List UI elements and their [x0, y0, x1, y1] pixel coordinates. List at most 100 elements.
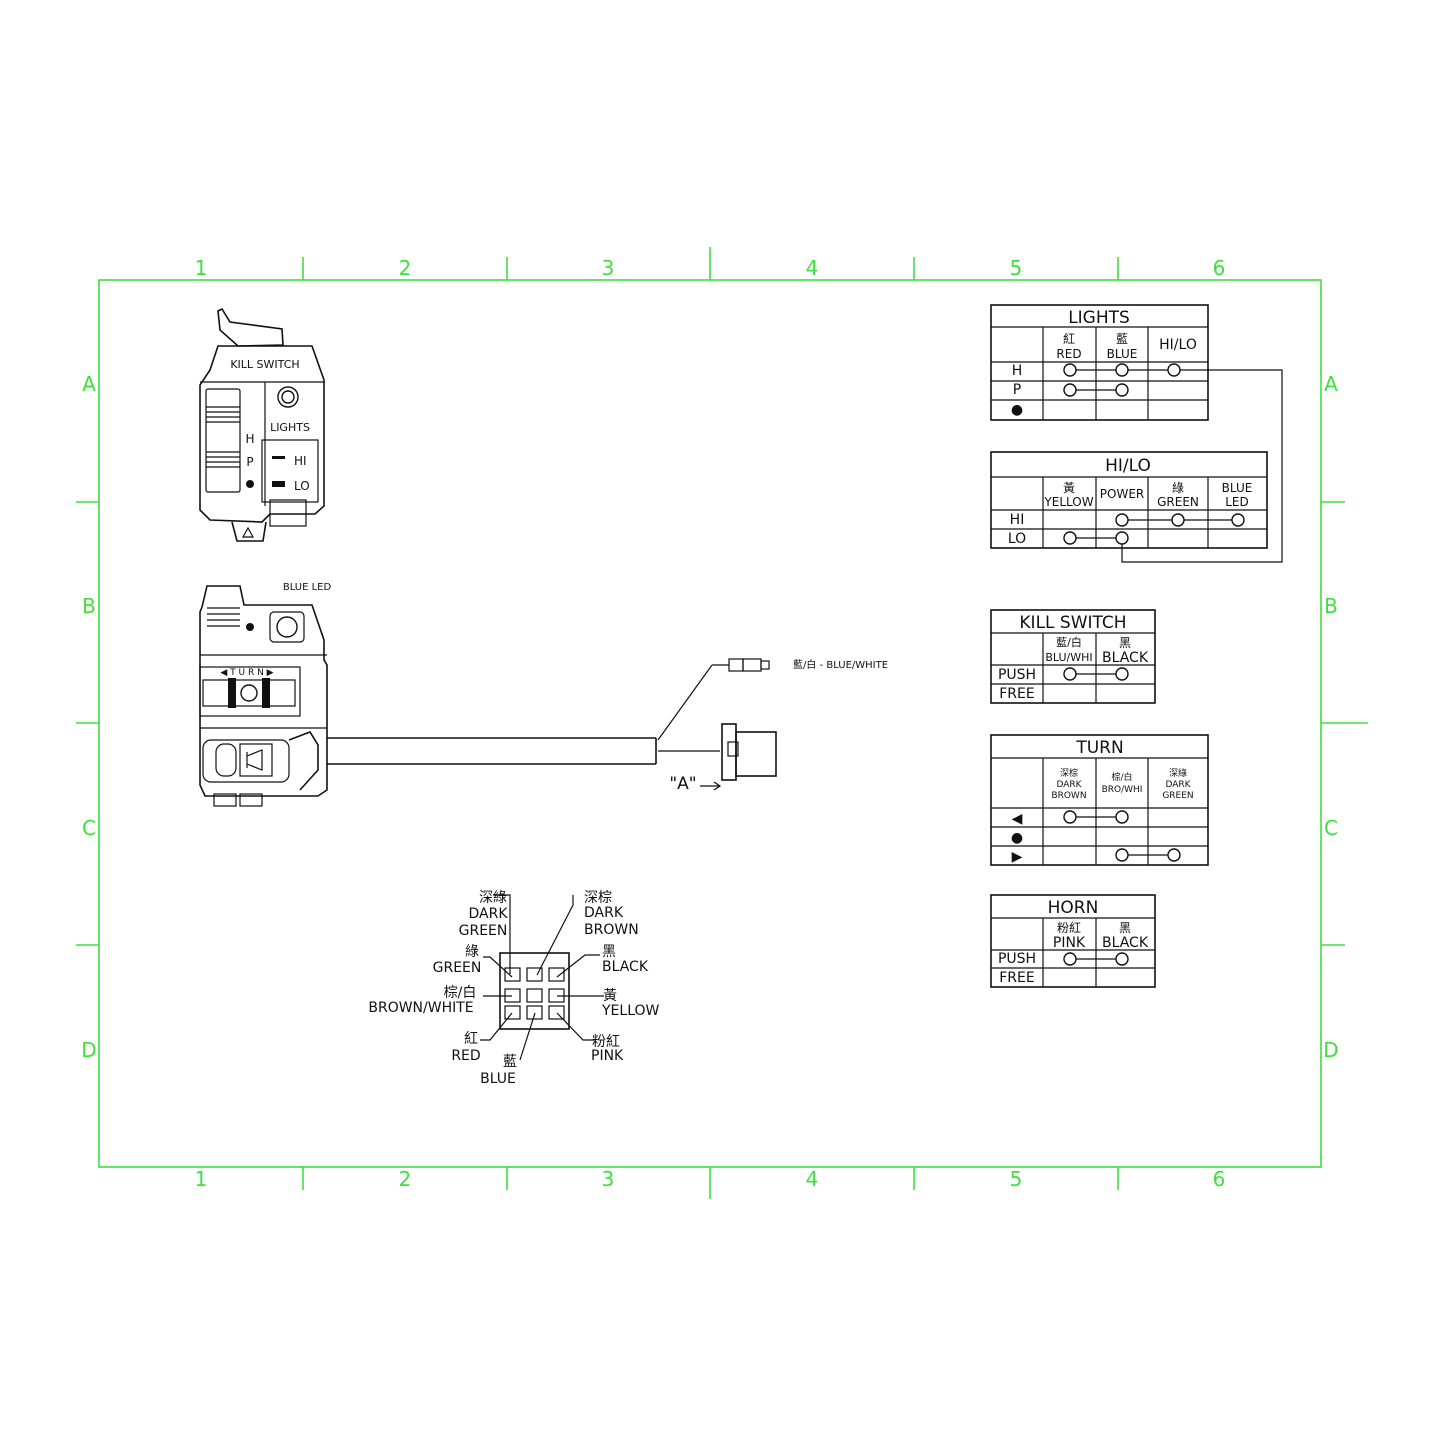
turn-table: TURN 深棕 DARK BROWN 棕/白 BRO/WHI 深綠 DARK G…	[990, 734, 1209, 866]
col-label-bottom-5: 5	[1010, 1167, 1023, 1191]
lights-table-title: LIGHTS	[1068, 308, 1130, 328]
lights-col1-en: RED	[1056, 347, 1081, 361]
lower-switch-housing: BLUE LED ◀ T U R N ▶	[199, 582, 657, 807]
turn-row-off: ●	[1011, 830, 1023, 846]
turn-row-right: ▶	[1012, 849, 1023, 865]
lights-row-h: H	[1012, 363, 1023, 379]
horn-col2-en: BLACK	[1102, 935, 1149, 951]
row-label-right-d: D	[1323, 1038, 1338, 1062]
col-label-bottom-2: 2	[399, 1167, 412, 1191]
lights-label: LIGHTS	[270, 421, 310, 434]
pin-dark-brown-en2: BROWN	[584, 922, 639, 938]
blue-white-wire-label: 藍/白 - BLUE/WHITE	[793, 658, 888, 671]
kill-col2-cn: 黑	[1119, 636, 1131, 650]
hilo-col4-en: LED	[1225, 495, 1249, 509]
horn-table: HORN 粉紅 PINK 黑 BLACK PUSH FREE	[990, 894, 1156, 988]
kill-switch-table: KILL SWITCH 藍/白 BLU/WHI 黑 BLACK PUSH FRE…	[990, 609, 1156, 704]
turn-col2-en1: BRO/WHI	[1102, 785, 1143, 795]
pin-red-en: RED	[451, 1048, 480, 1064]
hilo-col1-en: YELLOW	[1043, 495, 1093, 509]
turn-col1-en1: DARK	[1056, 780, 1082, 790]
horn-row-push: PUSH	[998, 951, 1036, 967]
connector-a-label: "A"	[669, 774, 696, 794]
pin-green-cn: 綠	[465, 944, 479, 960]
row-label-right-b: B	[1324, 594, 1338, 618]
row-label-left-c: C	[82, 816, 96, 840]
turn-col1-en2: BROWN	[1051, 791, 1086, 801]
lights-col2-en: BLUE	[1107, 347, 1138, 361]
col-label-top-6: 6	[1213, 256, 1226, 280]
pin-pink-en: PINK	[591, 1048, 624, 1064]
row-label-left-a: A	[82, 372, 96, 396]
pin-dark-brown-en1: DARK	[584, 905, 624, 921]
pos-p-label: P	[246, 455, 253, 469]
pin-red-cn: 紅	[464, 1031, 478, 1047]
pin-dark-green-en2: GREEN	[459, 923, 508, 939]
pin-brown-white-cn: 棕/白	[444, 985, 477, 1001]
col-label-bottom-6: 6	[1213, 1167, 1226, 1191]
row-label-left-d: D	[81, 1038, 96, 1062]
hilo-table-title: HI/LO	[1105, 456, 1151, 476]
turn-col3-cn: 深綠	[1169, 767, 1187, 779]
hilo-table: HI/LO 黃 YELLOW POWER 綠 GREEN BLUE LED HI…	[990, 451, 1268, 549]
col-label-bottom-3: 3	[602, 1167, 615, 1191]
upper-switch-housing: KILL SWITCH LIGHTS H P HI LO	[199, 307, 325, 542]
horn-icon	[246, 749, 263, 771]
hilo-row-lo: LO	[1008, 531, 1026, 547]
kill-col1-cn: 藍/白	[1056, 635, 1082, 649]
row-label-right-a: A	[1324, 372, 1338, 396]
pin-blue-en: BLUE	[480, 1071, 516, 1087]
lights-col2-cn: 藍	[1116, 332, 1128, 346]
lo-label: LO	[294, 479, 310, 493]
pos-h-label: H	[245, 432, 254, 446]
lights-row-p: P	[1013, 382, 1021, 398]
blue-led-label: BLUE LED	[283, 582, 332, 593]
pin-brown-white-en: BROWN/WHITE	[368, 1000, 473, 1016]
horn-col1-cn: 粉紅	[1057, 921, 1081, 935]
col-label-top-4: 4	[806, 256, 819, 280]
pin-dark-green-cn: 深綠	[479, 890, 507, 906]
turn-label: ◀ T U R N ▶	[220, 668, 273, 678]
turn-table-title: TURN	[1075, 738, 1123, 758]
kill-col2-en: BLACK	[1102, 650, 1149, 666]
turn-col3-en2: GREEN	[1162, 791, 1193, 801]
hi-label: HI	[294, 454, 307, 468]
row-label-left-b: B	[82, 594, 96, 618]
hilo-col1-cn: 黃	[1063, 481, 1075, 495]
drawing-frame: 1 2 3 4 5 6 1 2 3 4 5 6 A B C D A B C D	[76, 247, 1368, 1199]
pin-black-cn: 黑	[602, 944, 616, 960]
row-label-right-c: C	[1324, 816, 1338, 840]
col-label-top-3: 3	[602, 256, 615, 280]
horn-col1-en: PINK	[1053, 935, 1086, 951]
hilo-col3-en: GREEN	[1157, 495, 1199, 509]
pin-green-en: GREEN	[433, 960, 482, 976]
lights-col1-cn: 紅	[1063, 332, 1075, 346]
lights-row-off: ●	[1011, 402, 1023, 418]
connector-pinout: 深綠 DARK GREEN 深棕 DARK BROWN 綠 GREEN 黑 BL…	[368, 890, 659, 1087]
kill-row-push: PUSH	[998, 667, 1036, 683]
pin-blue-cn: 藍	[503, 1054, 517, 1070]
hilo-col4-cn: BLUE	[1222, 481, 1253, 495]
pin-pink-cn: 粉紅	[592, 1034, 620, 1050]
kill-row-free: FREE	[999, 686, 1034, 702]
col-label-top-1: 1	[195, 256, 208, 280]
hilo-col2-en: POWER	[1100, 487, 1144, 501]
lights-table: LIGHTS 紅 RED 藍 BLUE HI/LO H P ●	[990, 304, 1283, 563]
pin-dark-green-en1: DARK	[468, 906, 508, 922]
lights-col3-en: HI/LO	[1159, 337, 1197, 353]
turn-col1-cn: 深棕	[1060, 767, 1078, 779]
col-label-bottom-4: 4	[806, 1167, 819, 1191]
pin-yellow-cn: 黃	[603, 988, 617, 1004]
pin-dark-brown-cn: 深棕	[584, 890, 612, 906]
kill-table-title: KILL SWITCH	[1019, 613, 1126, 633]
horn-table-title: HORN	[1048, 898, 1099, 918]
turn-col2-cn: 棕/白	[1111, 771, 1132, 783]
hilo-row-hi: HI	[1010, 512, 1025, 528]
col-label-bottom-1: 1	[195, 1167, 208, 1191]
kill-col1-en: BLU/WHI	[1045, 651, 1092, 664]
hilo-col3-cn: 綠	[1172, 481, 1184, 495]
col-label-top-2: 2	[399, 256, 412, 280]
wire-leads: 藍/白 - BLUE/WHITE "A"	[657, 658, 888, 794]
kill-switch-label: KILL SWITCH	[230, 358, 299, 371]
